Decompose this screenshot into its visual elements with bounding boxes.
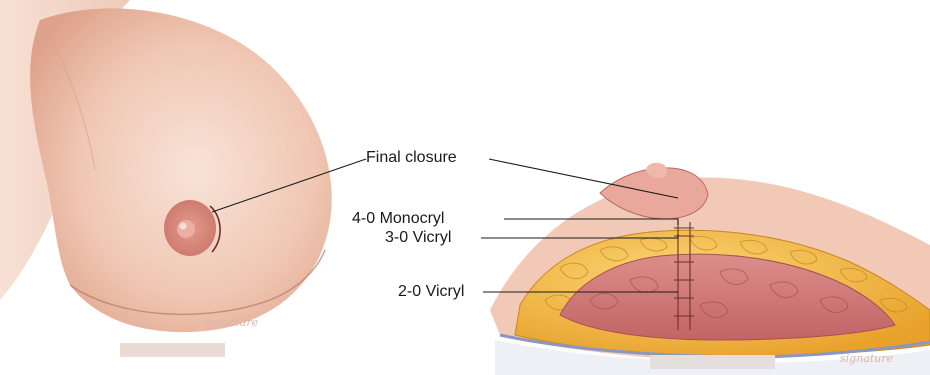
nipple — [177, 220, 195, 238]
signature-left: signature — [205, 316, 259, 329]
nipple-highlight — [180, 223, 187, 230]
signature-right: signature — [840, 352, 894, 365]
label-3-0-vicryl: 3-0 Vicryl — [385, 230, 451, 246]
breast-cross-section: signature — [490, 163, 930, 375]
caption-placeholder-left — [120, 343, 225, 357]
label-4-0-monocryl: 4-0 Monocryl — [352, 211, 444, 227]
caption-placeholder-right — [650, 355, 775, 369]
breast-external-view: signature — [0, 0, 332, 357]
label-2-0-vicryl: 2-0 Vicryl — [398, 284, 464, 300]
breast-shape — [30, 8, 332, 332]
label-final-closure: Final closure — [366, 150, 457, 166]
